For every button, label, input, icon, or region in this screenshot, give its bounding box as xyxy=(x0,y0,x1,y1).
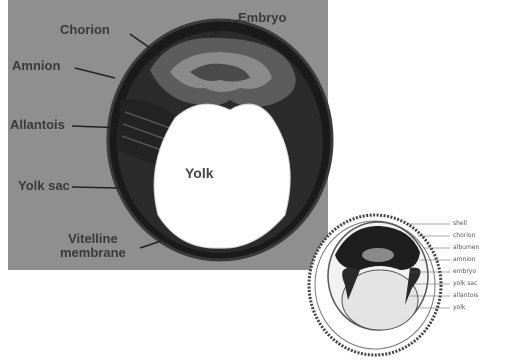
label-amnion: Amnion xyxy=(12,58,60,73)
label-yolk: Yolk xyxy=(185,165,214,181)
label-vitelline-line2: membrane xyxy=(60,246,126,260)
label-yolk-sac: Yolk sac xyxy=(18,178,70,193)
small-label: yolk xyxy=(453,304,465,311)
small-label: amnion xyxy=(453,256,475,263)
small-label: chorion xyxy=(453,232,475,239)
label-allantois: Allantois xyxy=(10,117,65,132)
small-label: embryo xyxy=(453,268,476,275)
label-vitelline-line1: Vitelline xyxy=(60,232,126,246)
main-egg xyxy=(72,20,332,260)
small-label: yolk sac xyxy=(453,280,477,287)
label-chorion: Chorion xyxy=(60,22,110,37)
yolk-region xyxy=(154,104,290,248)
small-egg xyxy=(309,215,450,355)
label-embryo: Embryo xyxy=(238,10,286,25)
small-label: albumen xyxy=(453,244,479,251)
label-vitelline-membrane: Vitelline membrane xyxy=(60,232,126,260)
small-label: allantois xyxy=(453,292,478,299)
small-label: shell xyxy=(453,220,467,227)
